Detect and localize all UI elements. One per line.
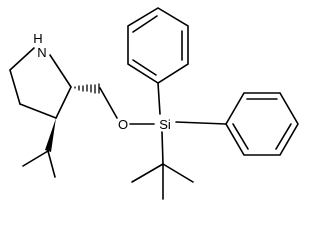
- hashed-wedge-bond-c2-ch2: [74, 83, 100, 94]
- oxygen-label: O: [118, 117, 128, 132]
- nitrogen-label: N: [37, 45, 46, 60]
- bond-c3-c4: [19, 103, 57, 119]
- bond-ch2-o: [99, 87, 118, 119]
- bond-si-tert-butyl: [161, 131, 164, 165]
- pyrrolidine-ring: [9, 47, 72, 119]
- bond-n-c2: [49, 54, 72, 88]
- phenyl-ring-right: [225, 92, 299, 156]
- bond-si-phenyl-right: [175, 121, 227, 125]
- bond-isopropyl-methyl-right: [47, 150, 56, 178]
- bond-tert-butyl-methyl-left: [131, 163, 164, 183]
- silicon-label: Si: [159, 117, 171, 132]
- bond-c5-n: [9, 47, 35, 71]
- nitrogen-hydrogen-label: H: [33, 31, 42, 46]
- bold-wedge-bond-c3-isopropyl: [45, 118, 56, 152]
- bond-tert-butyl-methyl-right: [162, 163, 194, 183]
- bond-c2-c3: [55, 86, 72, 119]
- bond-c4-c5: [9, 69, 21, 105]
- phenyl-ring-top: [127, 7, 189, 84]
- bond-isopropyl-methyl-left: [22, 150, 49, 167]
- bond-si-phenyl-top: [157, 82, 161, 115]
- molecular-structure-diagram: H N O Si: [9, 7, 299, 200]
